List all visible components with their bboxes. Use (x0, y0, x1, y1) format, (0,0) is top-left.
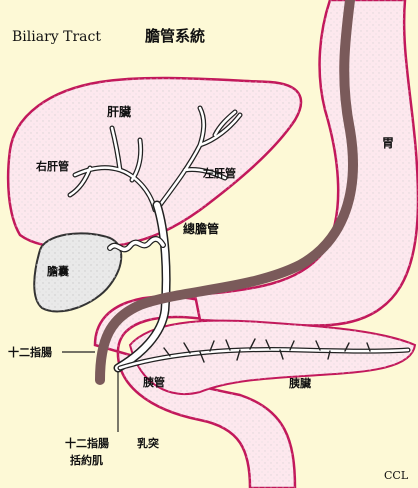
label-pancreas: 胰臟 (288, 376, 311, 390)
label-papilla: 乳突 (137, 436, 159, 450)
label-common-bile-duct: 總膽管 (183, 221, 219, 236)
label-right-hepatic-duct: 右肝管 (35, 159, 69, 173)
label-stomach: 胃 (382, 136, 394, 150)
label-sphincter-line2: 括約肌 (70, 453, 103, 467)
label-liver: 肝臟 (107, 104, 131, 119)
label-pancreatic-duct: 胰管 (142, 375, 165, 389)
label-sphincter-line1: 十二指腸 (65, 436, 109, 450)
title-english: Biliary Tract (12, 29, 101, 45)
corner-mark: CCL (384, 469, 409, 482)
label-duodenum: 十二指腸 (8, 345, 52, 359)
title-chinese: 膽管系統 (145, 27, 205, 45)
label-left-hepatic-duct: 左肝管 (202, 166, 236, 180)
label-gallbladder: 膽囊 (47, 264, 70, 278)
